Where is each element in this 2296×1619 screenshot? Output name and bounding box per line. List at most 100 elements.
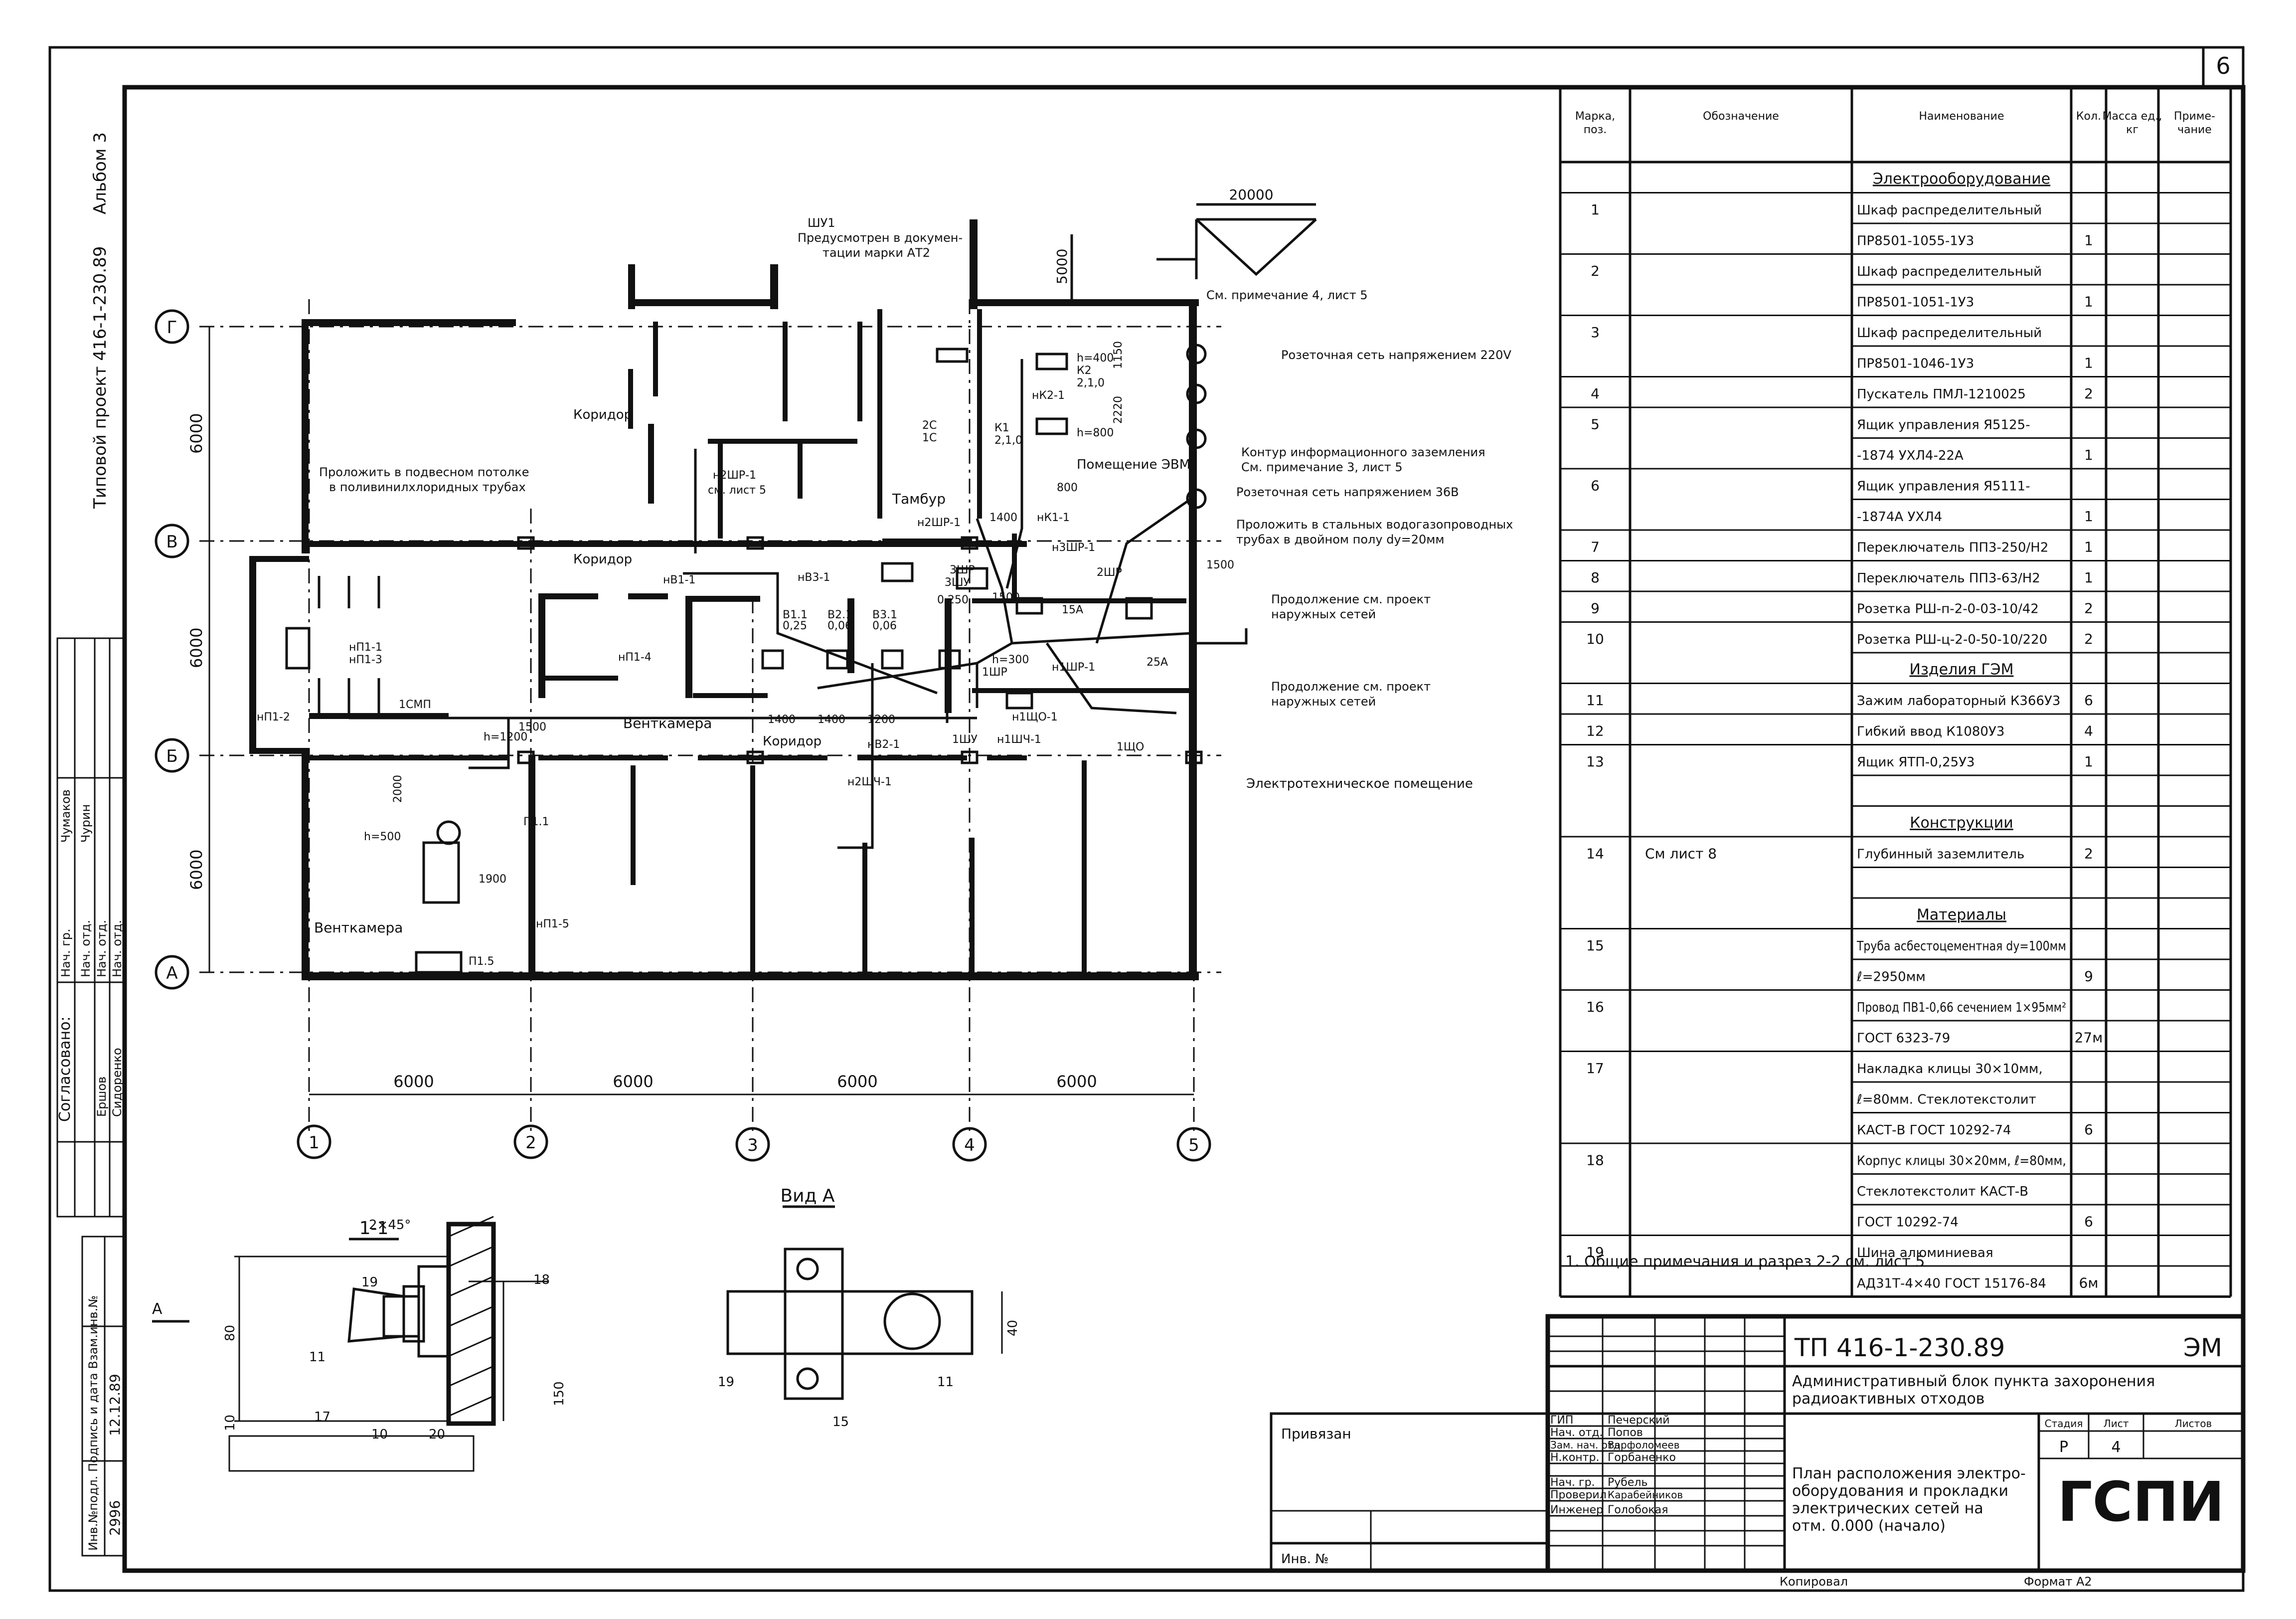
approvals-stamp: Согласовано: Нач. гр. Чумаков Нач. отд. …: [56, 637, 126, 1218]
tag-23: 1ШР: [982, 666, 1007, 679]
spec-qty-17: 6: [2084, 692, 2093, 709]
spec-pos-27: 16: [1586, 999, 1604, 1015]
side-inventory: Инв.№подл. Подпись и дата Взам.инв.№: [86, 1295, 100, 1551]
dim-col-2: 6000: [613, 1072, 653, 1091]
room-evm: Помещение ЭВМ: [1077, 457, 1190, 472]
tag-47: 1400: [818, 714, 845, 726]
approval-name-2: Чурин: [79, 804, 93, 843]
dim-col-1: 6000: [393, 1072, 434, 1091]
room-vent-2: Венткамера: [314, 919, 403, 936]
tag-27: 1С: [922, 432, 937, 444]
spec-pos-18: 12: [1586, 723, 1604, 739]
note-ground-b: См. примечание 3, лист 5: [1241, 460, 1403, 474]
spec-name-32: Корпус клицы 30×20мм, ℓ=80мм,: [1857, 1154, 2066, 1169]
section-mark-80: 80: [223, 1325, 238, 1341]
sig-name-6: Голобокая: [1608, 1504, 1668, 1516]
spec-header-4: Масса ед.,: [2103, 110, 2162, 123]
spec-header-0-b: поз.: [1584, 124, 1607, 136]
spec-qty-11: 1: [2084, 508, 2093, 525]
note-36v: Розеточная сеть напряжением 36В: [1236, 485, 1459, 499]
tag-45: 1500: [518, 721, 546, 733]
tag-31: 2,1,0: [1077, 377, 1105, 389]
note-ref-4: См. примечание 4, лист 5: [1206, 288, 1368, 302]
note-pipes-b: трубах в двойном полу dу=20мм: [1236, 533, 1445, 546]
note-ceiling-a: Проложить в подвесном потолке: [319, 465, 529, 479]
tag-58: 0,250: [937, 594, 969, 606]
axis-row-3: Б: [166, 746, 177, 766]
stage-value: Р: [2059, 1439, 2068, 1456]
spec-name-22: Глубинный заземлитель: [1857, 847, 2024, 862]
spec-qty-28: 27м: [2075, 1030, 2103, 1046]
floor-plan: [199, 203, 1317, 1137]
sig-name-1: Попов: [1608, 1427, 1643, 1439]
axis-col-1: 1: [309, 1133, 320, 1153]
spec-name-29: Накладка клицы 30×10мм,: [1857, 1062, 2043, 1077]
approval-role-1: Нач. гр.: [59, 928, 73, 977]
tag-15: н2ШЧ-1: [847, 776, 892, 788]
spec-qty-15: 2: [2084, 631, 2093, 647]
section-mark-18: 18: [533, 1272, 550, 1287]
axis-row-4: А: [166, 963, 177, 983]
spec-name-25: Труба асбестоцементная dу=100мм: [1856, 939, 2066, 954]
sig-role-6: Инженер: [1550, 1504, 1603, 1516]
tag-26: 2С: [922, 419, 937, 432]
sig-name-5: Карабейников: [1608, 1489, 1683, 1501]
spec-qty-7: 2: [2084, 385, 2093, 402]
room-corridor-1: Коридор: [573, 407, 632, 422]
approval-role-3: Нач. отд.: [95, 920, 109, 977]
spec-name-13: Переключатель ПП3-63/Н2: [1857, 571, 2040, 586]
tag-30: 2,1,0: [994, 434, 1022, 447]
spec-pos-32: 18: [1586, 1152, 1604, 1169]
side-date: 12.12.89: [107, 1374, 123, 1436]
spec-designation-22: См лист 8: [1645, 846, 1717, 862]
spec-pos-12: 7: [1591, 539, 1600, 555]
spec-pos-14: 9: [1591, 600, 1600, 617]
spec-name-21: Конструкции: [1910, 814, 2013, 832]
spec-name-33: Стеклотекстолит КАСТ-В: [1857, 1184, 2028, 1199]
spec-qty-9: 1: [2084, 447, 2093, 463]
approval-role-4: Нач. отд.: [110, 920, 124, 977]
spec-name-3: Шкаф распределительный: [1857, 264, 2042, 279]
spec-header-5: Приме-: [2174, 110, 2215, 123]
tag-50: 2000: [392, 775, 404, 803]
side-album: Альбом 3: [90, 132, 110, 214]
note-shu1-b: тации марки АТ2: [822, 246, 930, 260]
tag-39: В3.1: [872, 609, 897, 621]
spec-name-19: Ящик ЯТП-0,25У3: [1857, 755, 1975, 770]
note-cont2-b: наружных сетей: [1271, 695, 1376, 709]
tag-53: 1900: [479, 873, 506, 886]
section-mark-10a: 10: [223, 1415, 238, 1431]
spec-pos-3: 2: [1591, 263, 1600, 279]
spec-qty-14: 2: [2084, 600, 2093, 617]
side-inventory-no: 2996: [107, 1500, 123, 1536]
spec-name-36: АД31Т-4×40 ГОСТ 15176-84: [1857, 1276, 2046, 1291]
view-a: Вид А 19 11 40 15: [718, 1186, 1020, 1430]
spec-name-28: ГОСТ 6323-79: [1857, 1031, 1950, 1046]
tag-24: 2ШР: [1097, 566, 1122, 579]
tag-11: нК2-1: [1032, 389, 1065, 402]
spec-name-4: ПР8501-1051-1У3: [1857, 295, 1974, 310]
note-pipes-a: Проложить в стальных водогазопроводных: [1236, 518, 1513, 532]
section-mark-a: А: [152, 1300, 163, 1318]
tag-20: 1СМП: [399, 699, 431, 711]
spec-pos-17: 11: [1586, 692, 1604, 709]
spec-qty-2: 1: [2084, 232, 2093, 249]
spec-qty-36: 6м: [2079, 1275, 2099, 1291]
dim-row-3: 6000: [187, 850, 206, 890]
spec-pos-19: 13: [1586, 753, 1604, 770]
sig-name-4: Рубель: [1608, 1476, 1647, 1489]
sig-role-2: Зам. нач. отд.: [1550, 1439, 1624, 1451]
room-corridor-3: Коридор: [763, 734, 821, 749]
spec-name-0: Электрооборудование: [1873, 171, 2050, 188]
section-mark-10b: 10: [371, 1427, 388, 1442]
spec-qty-4: 1: [2084, 294, 2093, 310]
sig-name-3: Горбаненко: [1608, 1451, 1676, 1464]
note-shu1-a: Предусмотрен в докумен-: [798, 231, 963, 245]
dim-col-4: 6000: [1056, 1072, 1097, 1091]
spec-name-10: Ящик управления Я5111-: [1857, 479, 2030, 494]
spec-name-18: Гибкий ввод К1080У3: [1857, 724, 2004, 739]
sheet-title-4: отм. 0.000 (начало): [1792, 1517, 1946, 1535]
tag-46: 1400: [768, 714, 796, 726]
tag-14: нП1-5: [536, 918, 569, 930]
axis-col-3: 3: [747, 1135, 758, 1155]
